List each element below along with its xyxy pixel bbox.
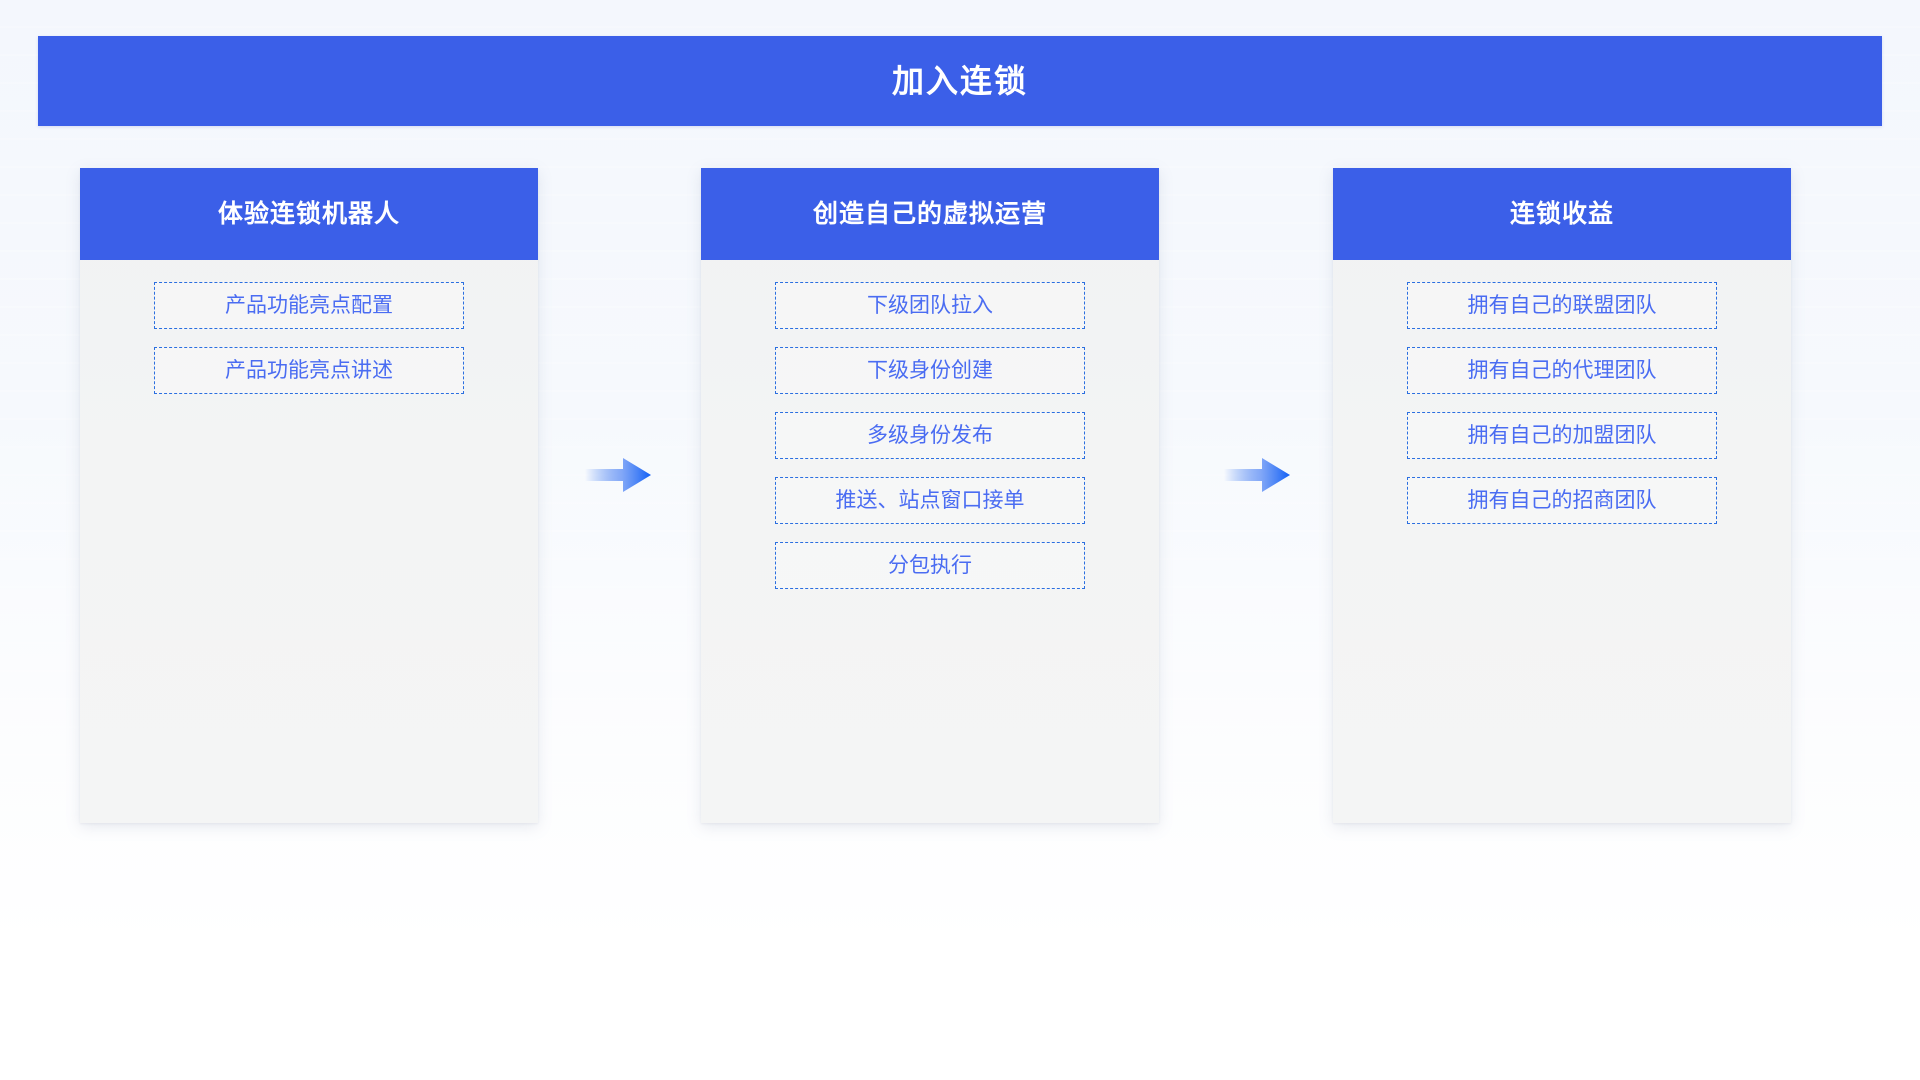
item-label: 拥有自己的加盟团队	[1467, 424, 1657, 447]
columns-container: 体验连锁机器人 产品功能亮点配置 产品功能亮点讲述 创造自己的虚拟运营 下级团队…	[0, 168, 1920, 828]
stage-body-1: 产品功能亮点配置 产品功能亮点讲述	[80, 260, 538, 394]
stage-title-2: 创造自己的虚拟运营	[812, 199, 1047, 228]
item-label: 拥有自己的代理团队	[1467, 359, 1657, 382]
stage-title-3: 连锁收益	[1509, 199, 1614, 228]
stage-3-item-4[interactable]: 拥有自己的招商团队	[1407, 477, 1717, 524]
item-label: 拥有自己的联盟团队	[1467, 294, 1657, 317]
item-label: 拥有自己的招商团队	[1467, 489, 1657, 512]
stage-card-2: 创造自己的虚拟运营 下级团队拉入 下级身份创建 多级身份发布 推送、站点窗口接单…	[701, 168, 1159, 823]
stage-header-2: 创造自己的虚拟运营	[701, 168, 1159, 260]
stage-3-item-3[interactable]: 拥有自己的加盟团队	[1407, 412, 1717, 459]
stage-1-item-2[interactable]: 产品功能亮点讲述	[154, 347, 464, 394]
stage-2-item-4[interactable]: 推送、站点窗口接单	[775, 477, 1085, 524]
page-title: 加入连锁	[891, 63, 1028, 99]
stage-2-item-1[interactable]: 下级团队拉入	[775, 282, 1085, 329]
arrow-right-icon-1	[583, 455, 653, 495]
stage-3-item-2[interactable]: 拥有自己的代理团队	[1407, 347, 1717, 394]
stage-2-item-2[interactable]: 下级身份创建	[775, 347, 1085, 394]
stage-card-3: 连锁收益 拥有自己的联盟团队 拥有自己的代理团队 拥有自己的加盟团队 拥有自己的…	[1333, 168, 1791, 823]
stage-title-1: 体验连锁机器人	[217, 199, 400, 228]
item-label: 产品功能亮点配置	[225, 294, 393, 317]
stage-3-item-1[interactable]: 拥有自己的联盟团队	[1407, 282, 1717, 329]
item-label: 产品功能亮点讲述	[225, 359, 393, 382]
stage-header-3: 连锁收益	[1333, 168, 1791, 260]
stage-2-item-3[interactable]: 多级身份发布	[775, 412, 1085, 459]
item-label: 下级身份创建	[867, 359, 993, 382]
stage-body-2: 下级团队拉入 下级身份创建 多级身份发布 推送、站点窗口接单 分包执行	[701, 260, 1159, 589]
stage-card-1: 体验连锁机器人 产品功能亮点配置 产品功能亮点讲述	[80, 168, 538, 823]
stage-body-3: 拥有自己的联盟团队 拥有自己的代理团队 拥有自己的加盟团队 拥有自己的招商团队	[1333, 260, 1791, 524]
stage-1-item-1[interactable]: 产品功能亮点配置	[154, 282, 464, 329]
item-label: 下级团队拉入	[867, 294, 993, 317]
stage-header-1: 体验连锁机器人	[80, 168, 538, 260]
item-label: 多级身份发布	[867, 424, 993, 447]
arrow-right-icon-2	[1222, 455, 1292, 495]
item-label: 推送、站点窗口接单	[835, 489, 1025, 512]
item-label: 分包执行	[888, 554, 972, 577]
stage-2-item-5[interactable]: 分包执行	[775, 542, 1085, 589]
page-banner: 加入连锁	[38, 36, 1882, 126]
